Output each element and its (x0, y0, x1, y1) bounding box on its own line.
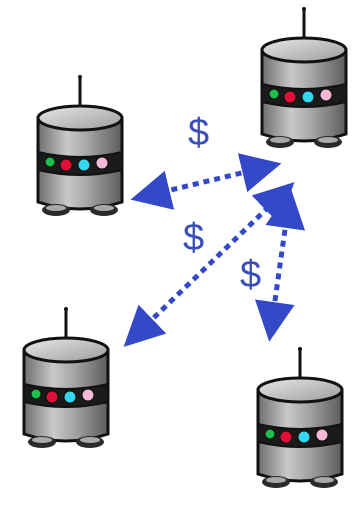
exchange-arrow-top (150, 168, 262, 195)
robot-bottom-right (258, 347, 342, 488)
dollar-label-right: $ (240, 254, 261, 296)
robot-bottom-left (24, 307, 108, 448)
exchange-arrow-right (272, 208, 288, 322)
robot-top-left (38, 75, 122, 216)
dollar-label-middle: $ (183, 217, 204, 259)
dollar-label-top: $ (188, 112, 209, 154)
robot-top-right (262, 7, 346, 148)
